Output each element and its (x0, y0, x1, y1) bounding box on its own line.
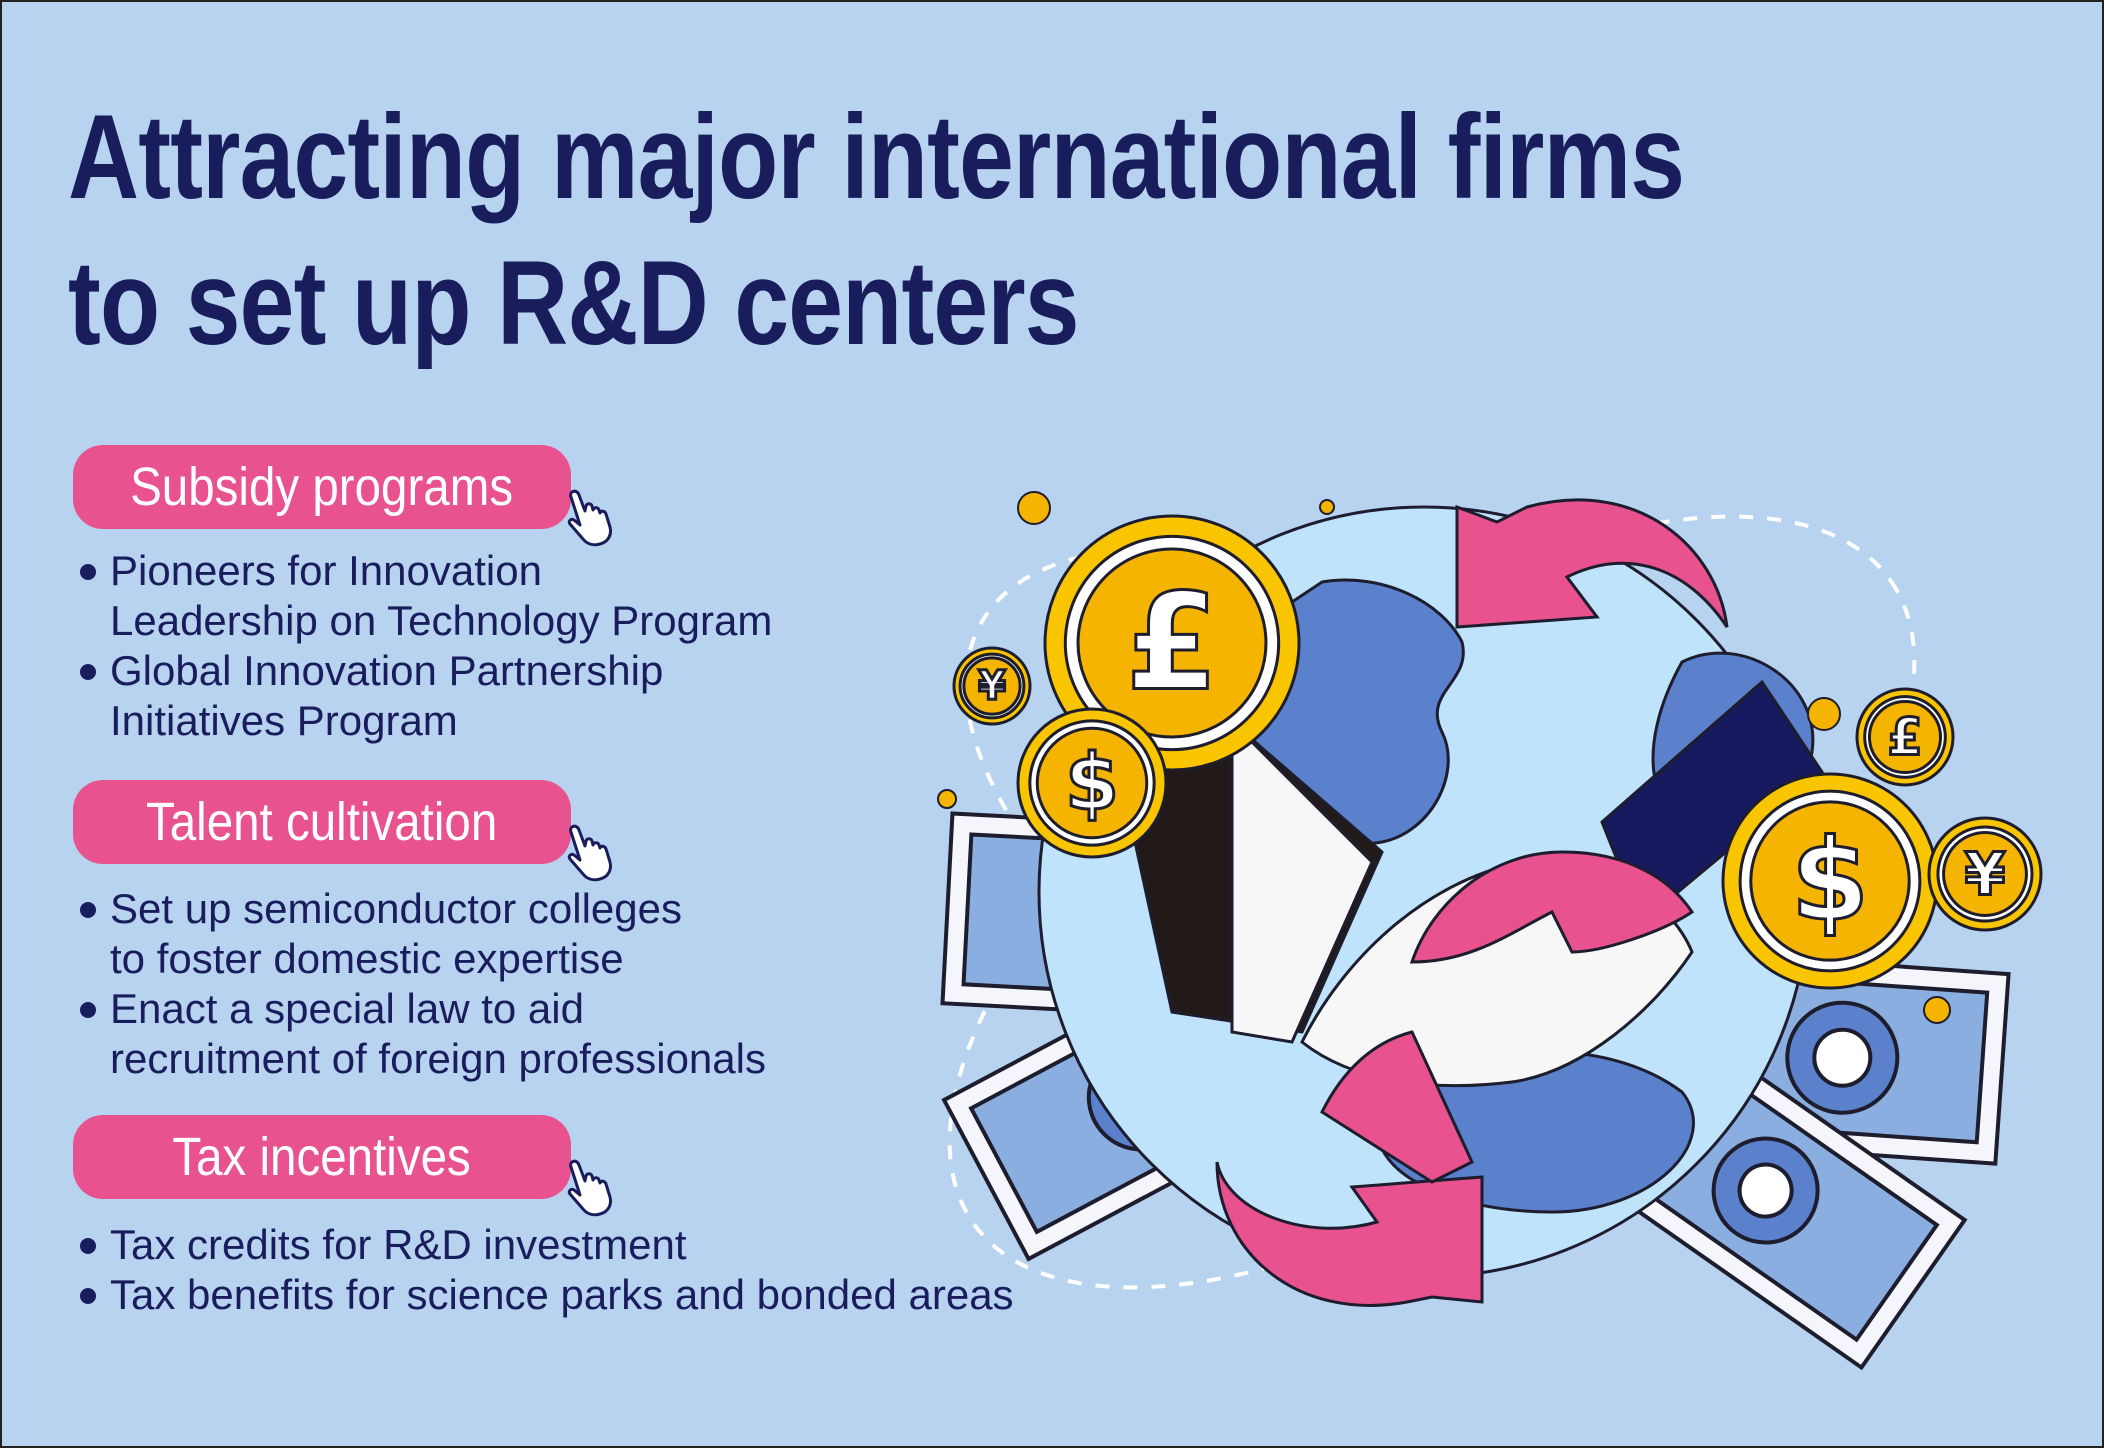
svg-text:$: $ (1065, 738, 1119, 828)
section-heading-label: Subsidy programs (130, 457, 514, 517)
dollar-coin-icon: $ (1721, 772, 1939, 990)
list-item-line: recruitment of foreign professionals (110, 1035, 766, 1082)
list-item-line: Leadership on Technology Program (110, 597, 773, 644)
hand-pink (1320, 850, 1695, 1184)
section-heading-label: Tax incentives (172, 1127, 472, 1187)
svg-text:¥: ¥ (978, 663, 1006, 709)
svg-text:$: $ (1791, 816, 1869, 946)
svg-text:£: £ (1887, 708, 1922, 767)
list-item-line: Tax credits for R&D investment (110, 1221, 687, 1268)
gold-dot (1319, 499, 1335, 515)
arrow-bottom (1215, 1161, 1484, 1307)
page-title: Attracting major international firms to … (68, 84, 1685, 376)
list-item-line: Tax benefits for science parks and bonde… (110, 1271, 1014, 1318)
list-item-line: to foster domestic expertise (110, 935, 624, 982)
section-heading-label: Talent cultivation (146, 792, 498, 852)
gold-dot (937, 789, 957, 809)
yen-coin-icon: ¥ (952, 646, 1032, 726)
gold-dot (1017, 491, 1051, 525)
gold-dot (1923, 996, 1951, 1024)
tax-list: Tax credits for R&D investment Tax benef… (74, 1220, 1014, 1320)
cuff-left (1230, 718, 1374, 1044)
arrow-top (1455, 498, 1729, 629)
section-heading-subsidy: Subsidy programs (73, 445, 571, 529)
yen-coin-icon: ¥ (1927, 816, 2043, 932)
list-item: Tax credits for R&D investment (74, 1220, 1014, 1270)
section-heading-talent: Talent cultivation (73, 780, 571, 864)
title-line-2: to set up R&D centers (68, 236, 1080, 370)
svg-text:£: £ (1126, 566, 1219, 721)
pound-coin-icon: £ (1043, 514, 1301, 772)
section-heading-tax: Tax incentives (73, 1115, 571, 1199)
dollar-coin-icon: $ (1016, 707, 1168, 859)
list-item-line: Set up semiconductor colleges (110, 885, 682, 932)
list-item-line: Global Innovation Partnership (110, 647, 664, 694)
pointing-hand-icon (567, 1159, 612, 1217)
svg-text:¥: ¥ (1965, 840, 2006, 909)
pointing-hand-icon (567, 824, 612, 882)
list-item-line: Initiatives Program (110, 697, 458, 744)
title-line-1: Attracting major international firms (68, 90, 1685, 224)
list-item-line: Pioneers for Innovation (110, 547, 542, 594)
list-item: Tax benefits for science parks and bonde… (74, 1270, 1014, 1320)
list-item-line: Enact a special law to aid (110, 985, 584, 1032)
gold-dot (1807, 697, 1841, 731)
pointing-hand-icon (567, 489, 612, 547)
pound-coin-icon: £ (1855, 687, 1955, 787)
